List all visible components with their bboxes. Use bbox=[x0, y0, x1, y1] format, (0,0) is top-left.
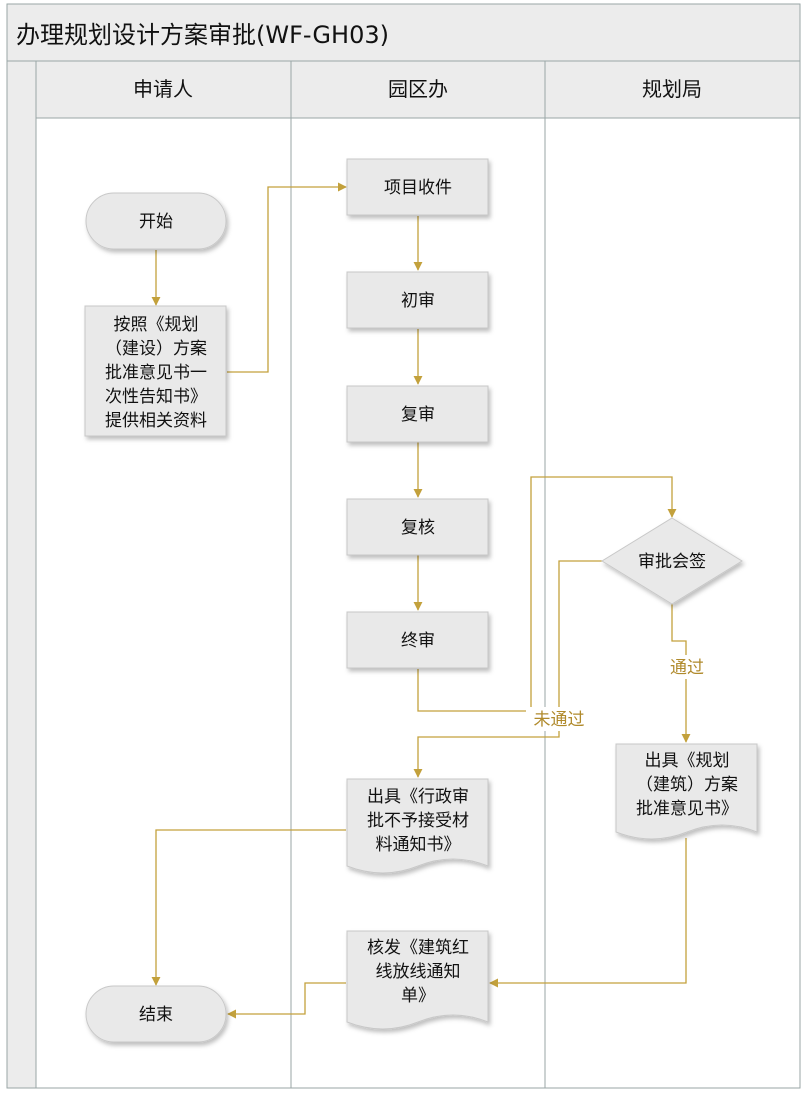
lane-header-park-office bbox=[290, 60, 546, 119]
reject-notice-line-3: 料通知书》 bbox=[376, 835, 461, 855]
edge-approval-to-redline bbox=[489, 838, 687, 988]
edge-label-fail-bg bbox=[526, 707, 592, 731]
edge-label-fail: 未通过 bbox=[534, 710, 585, 730]
submit-line-5: 提供相关资料 bbox=[105, 411, 207, 431]
second-review-node bbox=[346, 385, 489, 443]
approval-opinion-line-3: 批准意见书》 bbox=[636, 799, 738, 819]
lane-label-park-office: 园区办 bbox=[388, 77, 448, 101]
approval-opinion-line-1: 出具《规划 bbox=[645, 751, 730, 771]
edge-countersign-pass bbox=[671, 604, 691, 743]
reject-notice-document bbox=[346, 778, 489, 874]
start-node-label: 开始 bbox=[139, 212, 173, 232]
first-review-node-label: 初审 bbox=[401, 291, 435, 311]
edge-reject-to-end bbox=[151, 829, 346, 986]
submit-line-2: （建设）方案 bbox=[105, 339, 207, 359]
start-node bbox=[85, 192, 227, 250]
diagram-title: 办理规划设计方案审批(WF-GH03) bbox=[16, 21, 389, 49]
redline-notice-line-1: 核发《建筑红 bbox=[367, 938, 469, 958]
final-review-node-label: 终审 bbox=[401, 631, 435, 651]
edge-label-pass-bg bbox=[663, 655, 711, 679]
edge-countersign-fail bbox=[413, 560, 602, 778]
edge-final-to-countersign bbox=[417, 476, 677, 712]
submit-materials-node bbox=[84, 305, 227, 437]
lane-label-planning-bureau: 规划局 bbox=[642, 77, 702, 101]
submit-line-3: 批准意见书一 bbox=[105, 363, 207, 383]
second-review-node-label: 复审 bbox=[401, 405, 435, 425]
end-node-label: 结束 bbox=[139, 1005, 173, 1025]
recheck-node bbox=[346, 498, 489, 556]
receive-node-label: 项目收件 bbox=[384, 178, 452, 198]
redline-notice-document bbox=[346, 930, 489, 1030]
lane-label-applicant: 申请人 bbox=[133, 77, 193, 101]
approval-opinion-document bbox=[615, 743, 758, 840]
edge-label-pass: 通过 bbox=[670, 658, 704, 678]
lane-header-planning-bureau bbox=[544, 60, 801, 119]
submit-line-1: 按照《规划 bbox=[114, 315, 199, 335]
recheck-node-label: 复核 bbox=[401, 518, 435, 538]
final-review-node bbox=[346, 611, 489, 669]
lane-header-applicant bbox=[35, 60, 292, 119]
redline-notice-line-3: 单》 bbox=[401, 986, 435, 1006]
edge-submit-to-receive bbox=[227, 182, 347, 373]
title-bar bbox=[6, 3, 801, 62]
first-review-node bbox=[346, 271, 489, 329]
redline-notice-line-2: 线放线通知 bbox=[376, 962, 461, 982]
reject-notice-line-1: 出具《行政审 bbox=[367, 787, 469, 807]
receive-node bbox=[346, 158, 489, 216]
approval-opinion-line-2: （建筑）方案 bbox=[636, 775, 738, 795]
end-node bbox=[85, 985, 227, 1043]
countersign-decision-label: 审批会签 bbox=[638, 552, 706, 572]
edge-redline-to-end bbox=[227, 982, 346, 1019]
side-strip bbox=[6, 60, 37, 1089]
countersign-decision-node bbox=[601, 517, 743, 605]
submit-line-4: 次性告知书》 bbox=[105, 387, 207, 407]
reject-notice-line-2: 批不予接受材 bbox=[367, 811, 469, 831]
